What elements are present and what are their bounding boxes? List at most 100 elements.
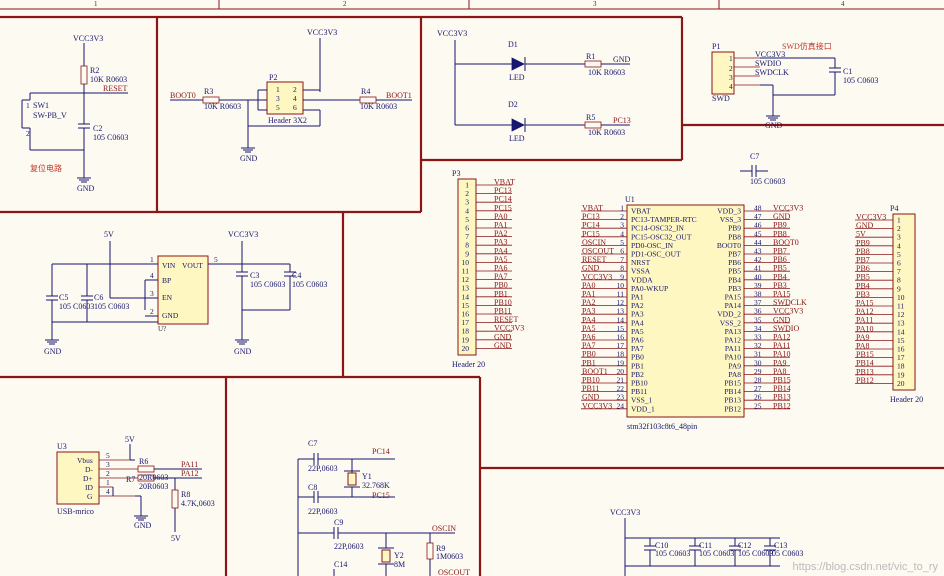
mcu-left-pin-num: 1 [620,204,624,213]
mcu-left-net-label: RESET [582,255,607,264]
r4-ref: R4 [361,87,370,96]
watermark: https://blog.csdn.net/vic_to_ry [792,561,938,573]
mcu-right-net-label: PB3 [773,281,787,290]
mcu-left-pin-num: 7 [620,255,624,264]
p4-net-label: PA10 [856,324,874,333]
mcu-left-net-label: OSCIN [582,238,606,247]
mcu-right-pin-num: 37 [754,298,762,307]
p4-pin-20: 20 [897,379,905,388]
mcu-right-pin-name: PA13 [725,327,742,336]
mcu-left-pin-name: PB2 [631,370,644,379]
p4-pin-4: 4 [897,241,901,250]
mcu-right-pin-name: PB4 [728,275,741,284]
p4-ref: P4 [890,204,898,213]
p4-net-label: PA9 [856,333,870,342]
mcu-right-pin-num: 47 [754,212,762,221]
mcu-left-pin-name: VDDA [631,275,653,284]
mcu-left-net-label: PA2 [582,298,596,307]
p4-net-label: PB8 [856,247,870,256]
p4-pin-8: 8 [897,276,901,285]
p2-pin-1: 1 [276,85,280,94]
p4-pin-13: 13 [897,319,905,328]
mcu-right-pin-name: PB3 [728,284,741,293]
r2-value: 10K R0603 [90,75,127,84]
p4-net-label: PB13 [856,367,874,376]
p3-pin-8: 8 [465,241,469,250]
mcu-right-pin-name: PA9 [728,361,741,370]
mcu-right-net-label: PA10 [773,350,791,359]
mcu-right-net-label: VCC3V3 [773,307,803,316]
mcu-left-net-label: PA4 [582,315,596,324]
mcu-right-net-label: SWDCLK [773,298,807,307]
mcu-left-net-label: PB1 [582,358,596,367]
d2-net-label: PC13 [613,116,631,125]
mcu-right-net-label: PB12 [773,401,791,410]
p3-net-label: PA5 [494,255,508,264]
u3-value: USB-mrico [57,507,94,516]
y1-ref: Y1 [362,472,372,481]
usb-pin-num-2: 2 [106,469,110,478]
mcu-right-pin-name: PA15 [725,293,742,302]
r9-value: 1M0603 [436,552,463,561]
r3-ref: R3 [204,87,213,96]
swd-net-swdio: SWDIO [755,59,781,68]
p3-pin-6: 6 [465,224,469,233]
reg-pin-gnd: GND [162,311,179,320]
border-number-2: 2 [343,0,347,8]
mcu-right-pin-num: 41 [754,264,762,273]
usb-pin-vbus: Vbus [77,456,93,465]
cx-c7-value: 22P,0603 [308,464,338,473]
usb-pin-g: G [87,492,93,501]
c1-ref: C1 [843,67,852,76]
r2-ref: R2 [90,66,99,75]
crystal-net-oscin: OSCIN [432,524,456,533]
mcu-right-pin-name: PB8 [728,232,741,241]
reg-in-power: 5V [104,230,114,239]
p4-net-label: PA12 [856,307,874,316]
mcu-left-pin-num: 15 [617,324,625,333]
p3-pin-4: 4 [465,206,469,215]
crystal-circuit: C7 22P,0603 PC14 Y1 32.768K C8 22P,0603 … [297,439,470,576]
crystal-y2 [381,549,391,563]
r4-value: 10K R0603 [360,102,397,111]
p3-value: Header 20 [452,360,485,369]
d2-ref: D2 [508,100,518,109]
r1-ref: R1 [586,52,595,61]
mcu-right-net-label: PB9 [773,221,787,230]
mcu-right-pin-num: 42 [754,255,762,264]
usb-circuit: U3 Vbus D- D+ ID G 5 3 2 1 4 USB-mrico 5… [56,435,215,543]
reg-gnd-label-right: GND [234,347,252,356]
p3-pin-14: 14 [462,292,470,301]
border-number-1: 1 [94,0,98,8]
p3-pin-12: 12 [462,275,470,284]
p3-pin-10: 10 [462,258,470,267]
p3-pin-20: 20 [462,344,470,353]
mcu-right-pin-num: 43 [754,247,762,256]
mcu-left-net-label: PC13 [582,212,600,221]
capacitor-c7-group: C7 105 C0603 [740,152,785,186]
p4-pin-10: 10 [897,293,905,302]
mcu-left-pin-name: PA4 [631,318,644,327]
mcu-left-pin-name: PB11 [631,387,648,396]
border-number-3: 3 [593,0,597,8]
c10-ref: C10 [655,541,668,550]
mcu-right-pin-name: PA14 [725,301,742,310]
p3-net-label: PB0 [494,281,508,290]
reg-pin-num-4: 4 [150,271,154,280]
usb-net-pa12: PA12 [181,469,199,478]
p4-net-label: 5V [856,230,866,239]
crystal-net-pc15: PC15 [372,491,390,500]
mcu-right-net-label: PB4 [773,272,787,281]
y1-value: 32.768K [362,481,390,490]
p1-ref: P1 [712,42,720,51]
p4-pin-15: 15 [897,336,905,345]
mcu-right-pin-num: 39 [754,281,762,290]
mcu-left-net-label: PB0 [582,350,596,359]
mcu-right-pin-name: PA10 [725,353,742,362]
mcu-right-pin-name: PB15 [724,379,741,388]
r6-value: 20R0603 [139,473,168,482]
mcu-left-pin-num: 24 [617,401,625,410]
mcu-left-net-label: VCC3V3 [582,272,612,281]
mcu-left-net-label: PB11 [582,384,600,393]
p4-pin-9: 9 [897,284,901,293]
